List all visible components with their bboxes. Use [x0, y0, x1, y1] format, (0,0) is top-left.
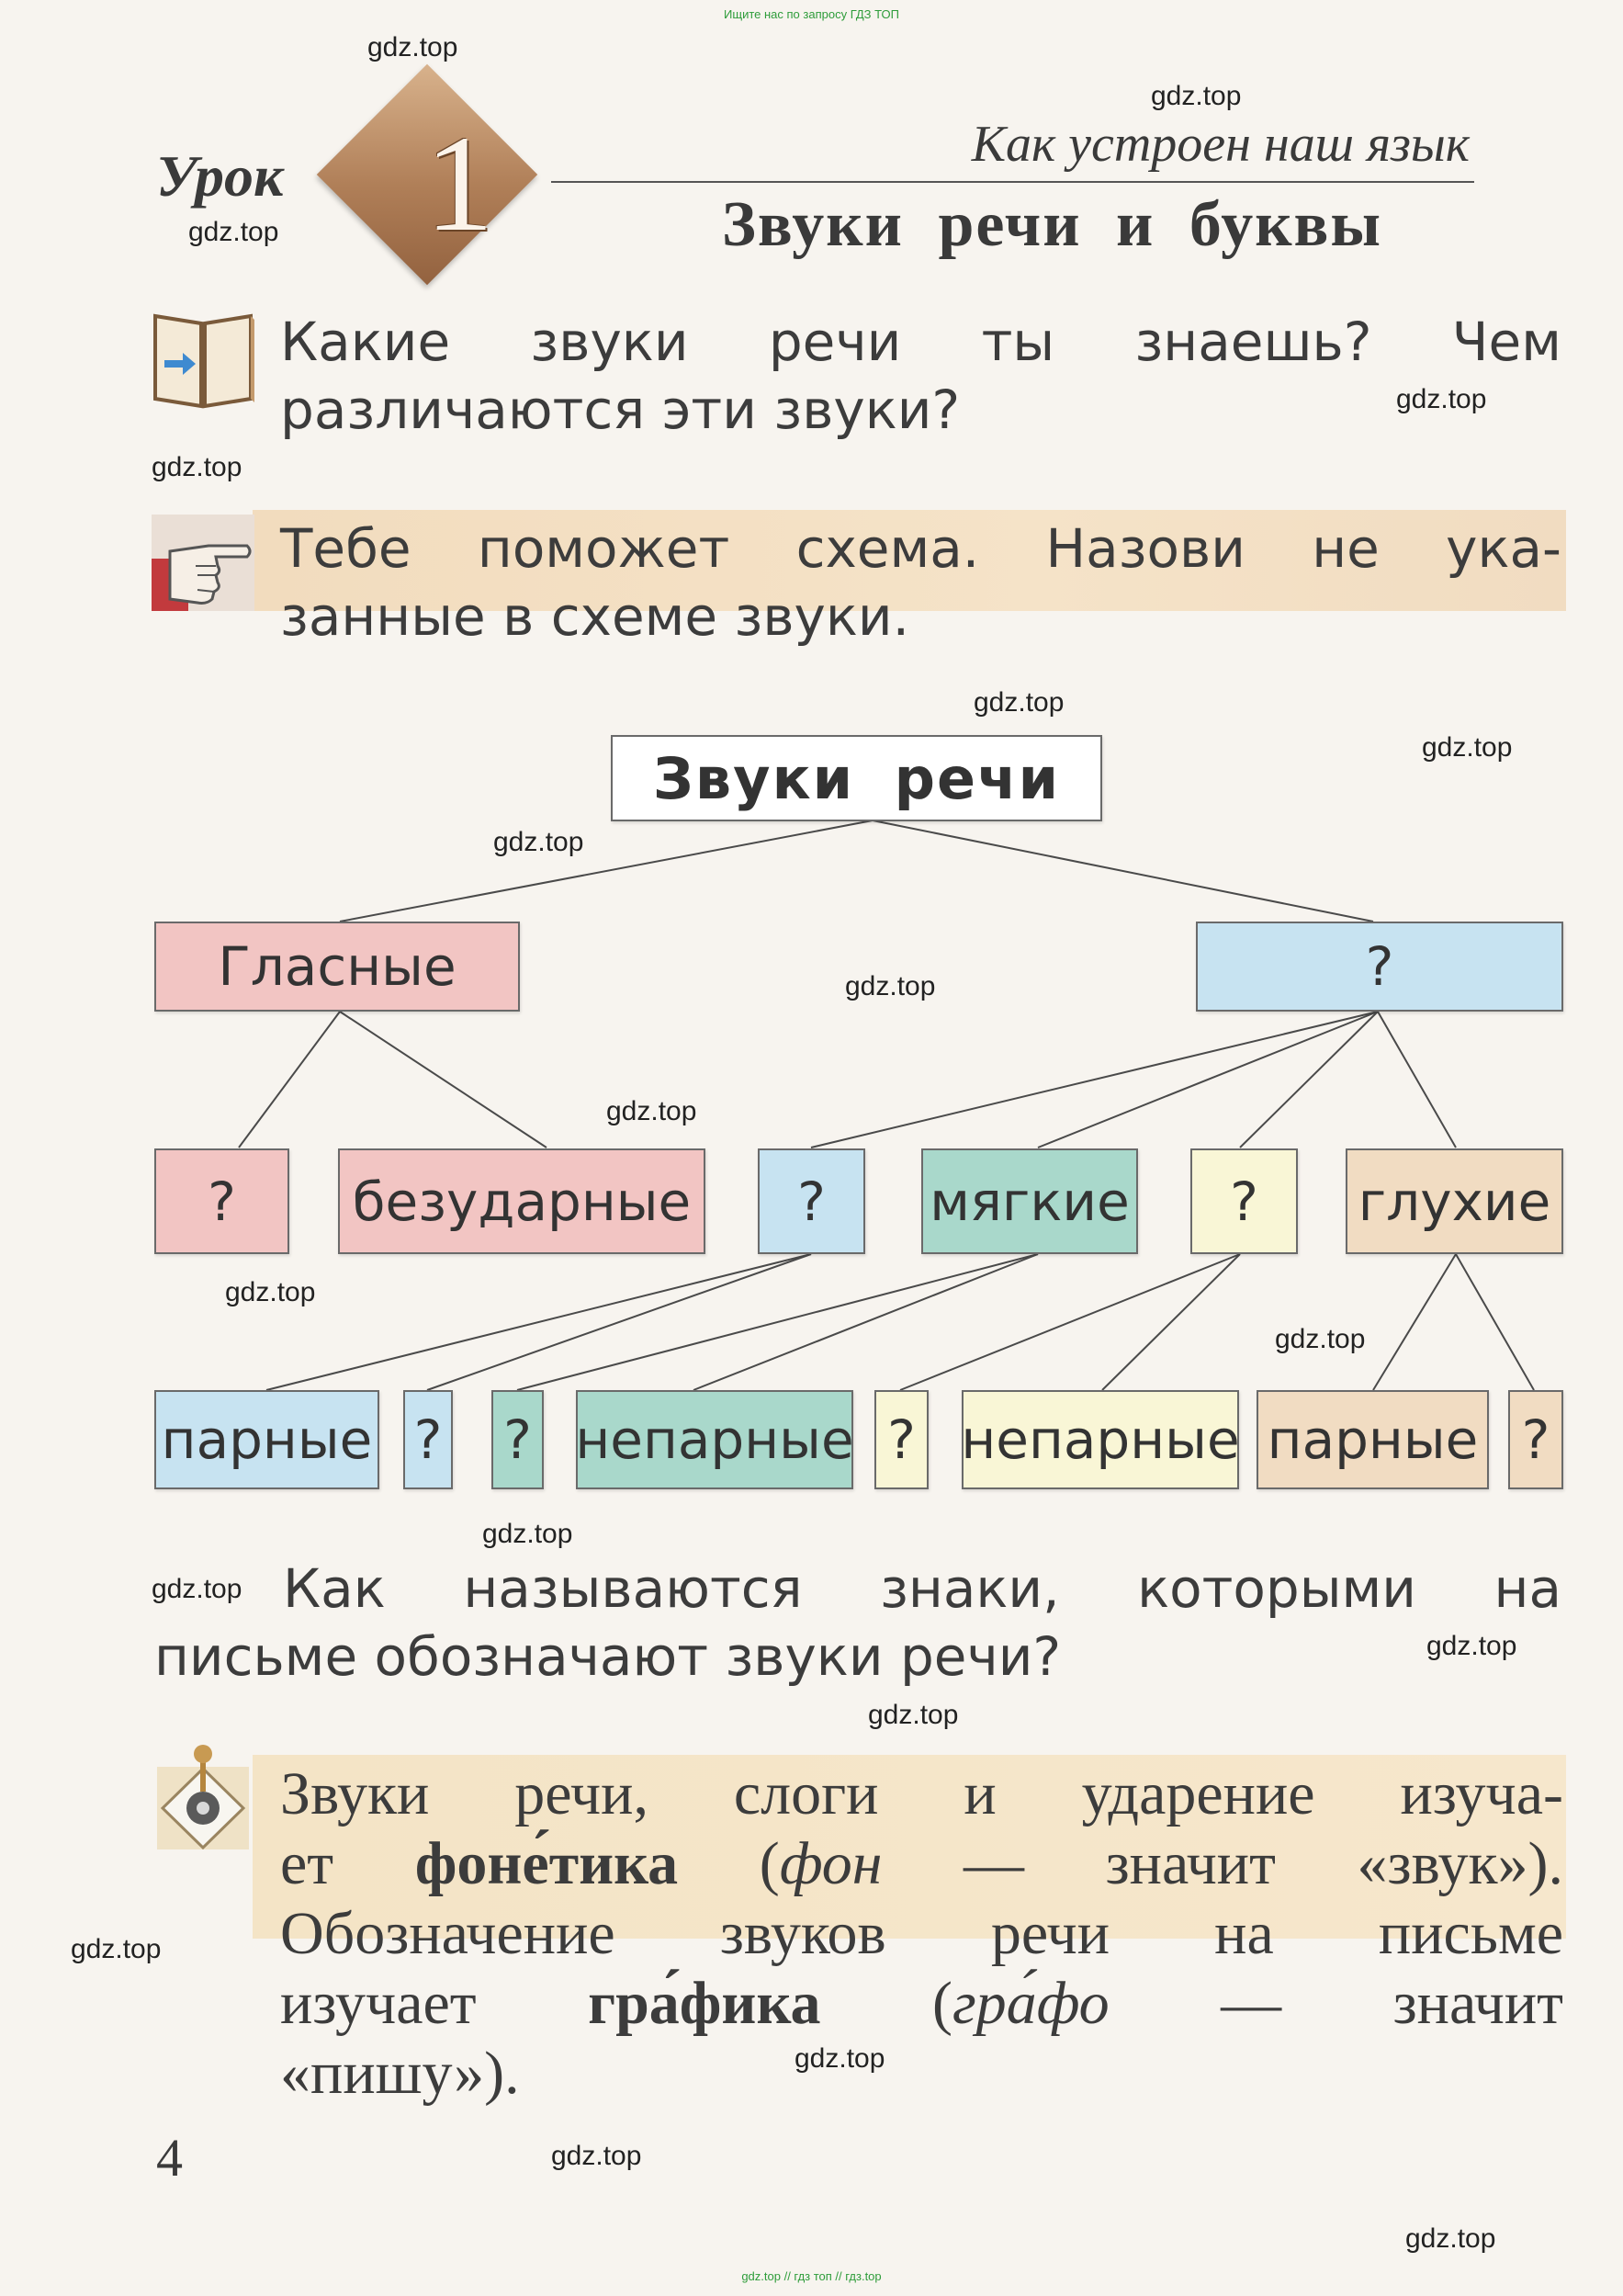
term-phonetics: фоне́тика: [414, 1830, 679, 1897]
etymology-phon: фон: [779, 1830, 883, 1897]
etymology-grapho: гра́фо: [952, 1970, 1110, 2037]
scheme-node-unstressed: безударные: [338, 1148, 705, 1254]
rule-line-2: ет фоне́тика (фон — значит «звук»).: [280, 1829, 1563, 1899]
search-hint-note: Ищите нас по запросу ГДЗ ТОП: [724, 7, 899, 21]
rule-highlight: [253, 1755, 1566, 1939]
title-divider: [551, 181, 1474, 183]
watermark: gdz.top: [1396, 384, 1487, 414]
hint-highlight: [253, 510, 1566, 611]
rule-line-2-paren: (фон: [759, 1830, 883, 1897]
scheme-node-unknown-2: ?: [491, 1390, 544, 1489]
watermark: gdz.top: [1422, 732, 1513, 763]
watermark: gdz.top: [845, 971, 936, 1001]
hint-line-1: Тебе поможет схема. Назови не ука-: [280, 517, 1561, 580]
rule-line-4-end: — значит: [1221, 1970, 1563, 2037]
rule-text: Звуки речи, слоги и ударение изуча- ет ф…: [280, 1759, 1563, 2109]
term-graphics: гра́фика: [588, 1970, 821, 2037]
watermark: gdz.top: [1405, 2223, 1496, 2254]
watermark: gdz.top: [551, 2141, 642, 2171]
scheme-node-unknown-consonants: ?: [1196, 922, 1563, 1012]
watermark: gdz.top: [152, 1574, 242, 1604]
watermark: gdz.top: [367, 32, 458, 62]
scheme-node-unknown-4: ?: [1508, 1390, 1563, 1489]
watermark: gdz.top: [188, 217, 279, 247]
scheme-node-unknown-stressed: ?: [154, 1148, 289, 1254]
watermark: gdz.top: [1151, 81, 1242, 111]
watermark: gdz.top: [974, 687, 1065, 718]
question-1-line-2: различаются эти звуки?: [280, 379, 961, 441]
watermark: gdz.top: [225, 1277, 316, 1307]
hint-text: Тебе поможет схема. Назови не ука- занны…: [280, 515, 1561, 650]
watermark: gdz.top: [71, 1934, 162, 1964]
footer-note: gdz.top // гдз топ // гдз.top: [741, 2269, 882, 2283]
scheme-node-voiceless: глухие: [1346, 1148, 1563, 1254]
scheme-node-unknown-1: ?: [403, 1390, 453, 1489]
rule-marker-icon: [152, 1741, 254, 1851]
scheme-node-vowels: Гласные: [154, 922, 520, 1012]
watermark: gdz.top: [1275, 1324, 1366, 1354]
rule-line-4-start: изучает: [280, 1970, 477, 2037]
lesson-label: Урок: [156, 143, 284, 209]
scheme-node-unknown-3: ?: [874, 1390, 929, 1489]
question-2: Как называются знаки, которыми на письме…: [154, 1555, 1561, 1691]
page-number: 4: [156, 2128, 183, 2188]
scheme-node-unpaired-soft: непарные: [575, 1390, 854, 1489]
lesson-number: 1: [424, 107, 494, 260]
watermark: gdz.top: [868, 1700, 959, 1730]
section-title: Как устроен наш язык: [971, 116, 1470, 173]
book-arrow-icon: [152, 303, 254, 413]
rule-line-5: «пишу»).: [280, 2040, 520, 2107]
rule-line-4: изучает гра́фика (гра́фо — значит: [280, 1969, 1563, 2039]
watermark: gdz.top: [493, 827, 584, 857]
watermark: gdz.top: [152, 452, 242, 482]
rule-line-1: Звуки речи, слоги и ударение изуча-: [280, 1760, 1563, 1827]
watermark: gdz.top: [606, 1096, 697, 1126]
rule-line-4-paren: (гра́фо: [931, 1970, 1110, 2037]
scheme-node-unknown-voiced: ?: [1190, 1148, 1298, 1254]
scheme-node-soft: мягкие: [921, 1148, 1138, 1254]
scheme-node-unpaired-voiced: непарные: [961, 1390, 1240, 1489]
rule-line-3: Обозначение звуков речи на письме: [280, 1900, 1563, 1967]
lesson-title: Звуки речи и буквы: [721, 189, 1382, 260]
watermark: gdz.top: [1426, 1631, 1517, 1661]
pointing-hand-icon: [152, 515, 254, 611]
scheme-node-paired-voiceless: парные: [1257, 1390, 1489, 1489]
rule-line-2-end: — значит «звук»).: [964, 1830, 1564, 1897]
question-1: Какие звуки речи ты знаешь? Чем различаю…: [280, 308, 1561, 444]
watermark: gdz.top: [795, 2043, 885, 2074]
watermark: gdz.top: [482, 1519, 573, 1549]
scheme-node-paired-hard: парные: [154, 1390, 379, 1489]
rule-line-2-start: ет: [280, 1830, 334, 1897]
question-2-line-2: письме обозначают звуки речи?: [154, 1625, 1062, 1688]
scheme-node-unknown-hard: ?: [758, 1148, 865, 1254]
question-1-line-1: Какие звуки речи ты знаешь? Чем: [280, 311, 1561, 373]
scheme-root-speech-sounds: Звуки речи: [611, 735, 1102, 821]
question-2-line-1: Как называются знаки, которыми на: [283, 1557, 1561, 1620]
hint-line-2: занные в схеме звуки.: [280, 585, 910, 648]
